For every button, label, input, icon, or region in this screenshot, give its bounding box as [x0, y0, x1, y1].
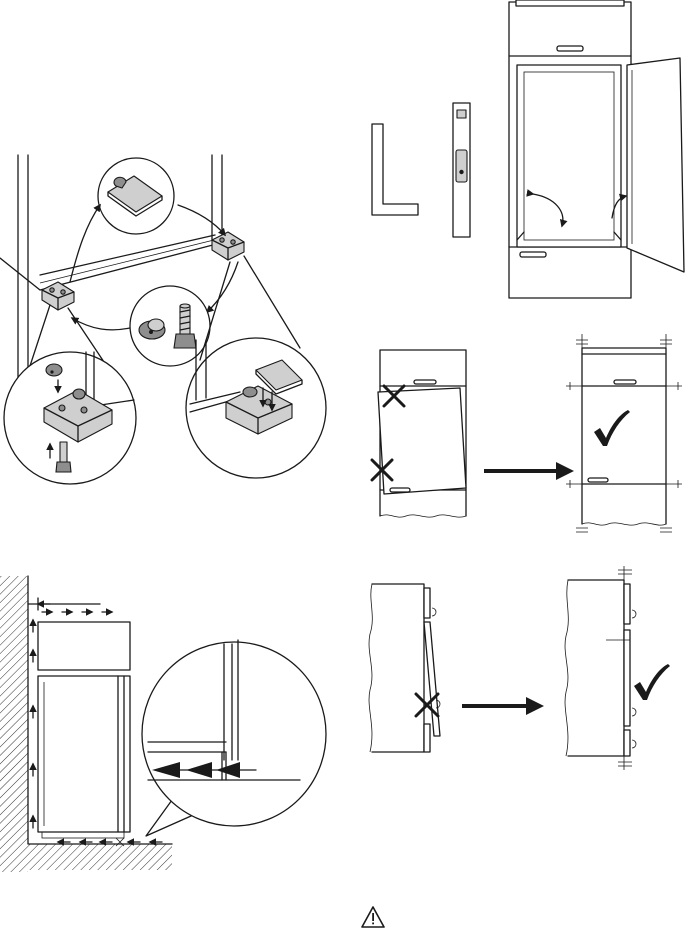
check-mark-icon [634, 664, 670, 700]
arrow-right [484, 462, 574, 480]
ventilation-gap-figure [0, 576, 326, 872]
cabinet-with-open-door [509, 0, 684, 298]
check-mark-icon [594, 410, 630, 446]
door-flush-figure [369, 566, 670, 770]
side-aligned [565, 566, 670, 770]
wall-hatch [0, 576, 28, 872]
cabinet-misaligned [372, 350, 466, 517]
hinge-cover-fitting-figure [0, 155, 326, 484]
arrow-right-2 [462, 697, 544, 715]
floor-hatch [28, 844, 172, 870]
set-square-tool [372, 124, 418, 215]
side-misaligned [369, 584, 440, 752]
door-alignment-figure [372, 334, 682, 532]
spirit-level-tool [453, 103, 470, 237]
warning-icon [362, 907, 384, 927]
hinge-block-left [42, 282, 74, 310]
detail-circle-plinth-gap [142, 642, 326, 826]
tools-and-cabinet-figure [372, 0, 684, 298]
cabinet-aligned [566, 334, 682, 532]
hinge-block-right [212, 232, 244, 260]
